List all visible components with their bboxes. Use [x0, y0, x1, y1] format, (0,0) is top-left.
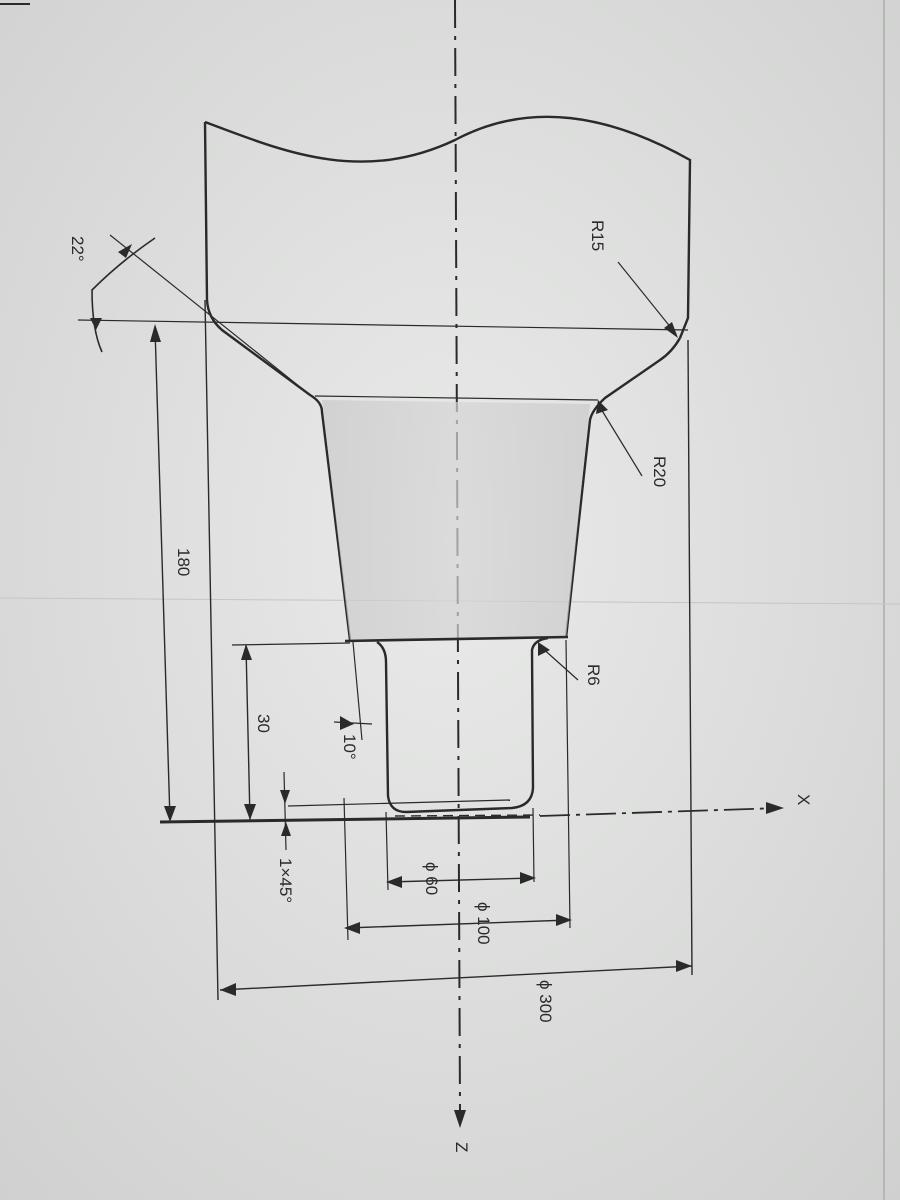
r15-leader [617, 261, 677, 335]
chamfer-arrow-bottom [281, 822, 291, 836]
stock-left-edge [203, 121, 209, 301]
r20-label: R20 [650, 456, 669, 487]
r15-label: R15 [588, 220, 607, 251]
ext-line-right-300 [687, 339, 693, 976]
angle-22-label: 22° [68, 236, 87, 262]
dia-100-label: ϕ 100 [474, 902, 493, 945]
right-taper-edge [564, 337, 682, 639]
dim-300-arrow-right [676, 960, 692, 972]
angle-10-label: 10° [340, 734, 359, 760]
dim-line-100 [345, 919, 571, 929]
x-axis [539, 807, 781, 817]
end-face-dashed [394, 814, 541, 817]
shoulder-line [344, 635, 569, 643]
ext-line-bore-right [532, 807, 535, 883]
chamfer-arrow-top [280, 790, 290, 804]
dim-100-arrow-right [556, 914, 572, 926]
dim-60-arrow-right [520, 872, 536, 884]
ext-line-100-right [565, 639, 571, 929]
chamfer-label: 1×45° [276, 858, 295, 903]
x-axis-arrow [766, 802, 784, 814]
dim-30-arrow-bottom [244, 804, 256, 820]
dia-60-label: ϕ 60 [422, 862, 441, 895]
dim-line-60 [387, 877, 535, 883]
angle-22-arc [91, 237, 156, 353]
dim-line-180 [154, 327, 171, 821]
ext-line-z30 [77, 319, 689, 331]
ext-line-left-300 [204, 299, 219, 1001]
taper-top-line [314, 395, 599, 401]
ext-line-100-left [343, 797, 349, 941]
r6-label: R6 [584, 664, 603, 686]
r15-arrow [664, 322, 678, 338]
dim-30-arrow-top [241, 644, 252, 660]
dim-180-arrow-top [150, 324, 161, 342]
dim-180-label: 180 [174, 548, 193, 576]
r20-arrow [596, 400, 608, 414]
dim-line-300 [219, 965, 693, 991]
chamfer-leader [283, 771, 287, 851]
bore-outline [376, 636, 549, 814]
dim-30-label: 30 [254, 714, 273, 733]
angle-22-arrow-2 [90, 318, 102, 330]
r20-leader [597, 403, 643, 477]
dim-300-arrow-left [220, 983, 236, 996]
z-axis-label: Z [452, 1142, 471, 1152]
ext-line-shoulder [231, 642, 351, 646]
dim-180-arrow-bottom [164, 806, 176, 822]
taper-shade [322, 400, 590, 640]
dia-300-label: ϕ 300 [536, 980, 555, 1023]
dim-60-arrow-left [386, 876, 402, 888]
chamfer-line [287, 799, 511, 807]
stock-outline [204, 115, 692, 339]
angle-22-leader [109, 234, 311, 396]
dim-line-30 [245, 645, 251, 821]
angle-10-arrow [340, 716, 354, 730]
angle-22-arrow [118, 244, 132, 258]
dim-100-arrow-left [344, 922, 360, 934]
r6-arrow [538, 642, 550, 656]
ext-line-bore-left [385, 811, 389, 891]
z-axis-arrow [454, 1110, 466, 1128]
x-axis-label: X [794, 794, 813, 805]
